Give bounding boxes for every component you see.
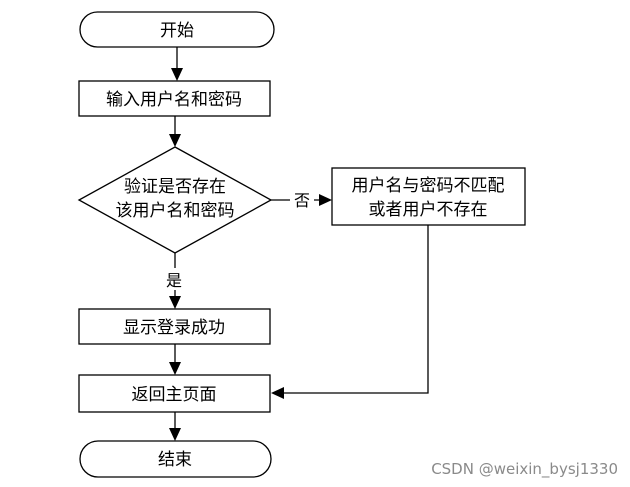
mismatch-label-line1: 用户名与密码不匹配: [352, 176, 505, 196]
yes-branch-label: 是: [166, 271, 182, 290]
edge-input-to-check: [169, 116, 181, 147]
edge-mismatch-to-return: [271, 225, 429, 399]
verify-decision-label-line1: 验证是否存在: [124, 177, 226, 197]
mismatch-label-line2: 或者用户不存在: [369, 200, 488, 220]
start-label: 开始: [160, 21, 194, 41]
verify-decision-label-line2: 该用户名和密码: [116, 201, 235, 221]
edge-check-to-mismatch: 否: [271, 188, 332, 210]
end-node: 结束: [79, 440, 272, 478]
input-credentials-label: 输入用户名和密码: [106, 90, 242, 110]
edge-check-to-success: 是: [162, 253, 186, 309]
verify-decision-node: 验证是否存在 该用户名和密码: [77, 146, 273, 254]
mismatch-node: 用户名与密码不匹配 或者用户不存在: [331, 167, 526, 226]
start-node: 开始: [79, 11, 275, 48]
no-branch-label: 否: [294, 191, 310, 210]
edge-return-to-end: [169, 412, 181, 441]
login-success-node: 显示登录成功: [78, 308, 271, 345]
edge-success-to-return: [169, 344, 181, 375]
return-home-label: 返回主页面: [132, 385, 217, 405]
edge-start-to-input: [171, 47, 183, 81]
csdn-watermark: CSDN @weixin_bysj1330: [431, 460, 618, 479]
return-home-node: 返回主页面: [78, 374, 271, 413]
input-credentials-node: 输入用户名和密码: [78, 80, 271, 117]
login-success-label: 显示登录成功: [123, 318, 225, 338]
end-label: 结束: [158, 450, 192, 470]
